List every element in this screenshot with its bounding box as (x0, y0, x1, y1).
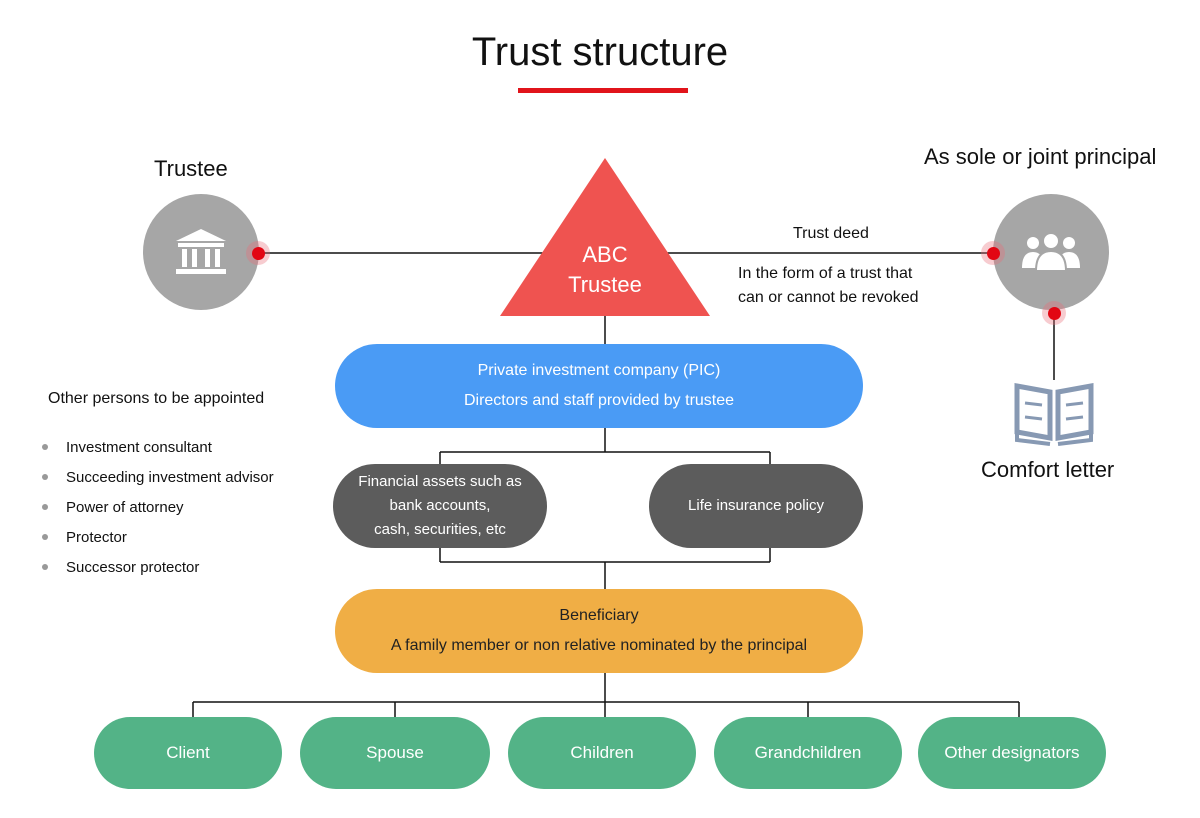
financial-assets-line3: cash, securities, etc (374, 521, 506, 538)
abc-trustee-line1: ABC (582, 242, 628, 267)
pic-box: Private investment company (PIC) Directo… (335, 344, 863, 428)
trust-deed-note-line1: In the form of a trust that (738, 265, 913, 282)
trustee-circle (143, 194, 259, 310)
other-persons-title: Other persons to be appointed (48, 390, 265, 407)
open-book-icon (1014, 383, 1094, 446)
bullet-icon (42, 504, 48, 510)
principal-label: As sole or joint principal (924, 144, 1157, 169)
abc-trustee-triangle (500, 158, 710, 316)
beneficiary-line2: A family member or non relative nominate… (390, 637, 808, 654)
member-spouse: Spouse (300, 717, 490, 789)
page-title: Trust structure (471, 30, 729, 74)
abc-trustee-line2: Trustee (568, 272, 642, 297)
trustee-label: Trustee (154, 156, 228, 181)
pic-line2: Directors and staff provided by trustee (463, 392, 735, 409)
bullet-icon (42, 444, 48, 450)
financial-assets-box: Financial assets such as bank accounts, … (333, 464, 547, 548)
bullet-icon (42, 534, 48, 540)
title-underline (518, 88, 688, 93)
other-persons-list: Investment consultant Succeeding investm… (42, 432, 274, 582)
financial-assets-line2: bank accounts, (389, 497, 491, 514)
member-children: Children (508, 717, 696, 789)
member-client: Client (94, 717, 282, 789)
beneficiary-box: Beneficiary A family member or non relat… (335, 589, 863, 673)
pic-line1: Private investment company (PIC) (477, 362, 721, 379)
trustee-connector-node (246, 241, 270, 265)
list-item: Protector (42, 522, 274, 552)
people-group-icon (1022, 232, 1080, 272)
life-insurance-box: Life insurance policy (649, 464, 863, 548)
beneficiary-line1: Beneficiary (559, 607, 639, 624)
comfort-letter-label: Comfort letter (981, 457, 1115, 482)
list-item: Successor protector (42, 552, 274, 582)
principal-circle (993, 194, 1109, 310)
abc-trustee-label: ABC Trustee (545, 240, 665, 300)
financial-assets-line1: Financial assets such as (358, 473, 522, 490)
comfort-letter-connector-node (1042, 301, 1066, 325)
bullet-icon (42, 564, 48, 570)
trust-deed-note-line2: can or cannot be revoked (738, 289, 919, 306)
member-other-designators: Other designators (918, 717, 1106, 789)
bank-icon (176, 229, 226, 274)
list-item: Succeeding investment advisor (42, 462, 274, 492)
trust-deed-note: In the form of a trust that can or canno… (738, 262, 978, 310)
trust-deed-label: Trust deed (793, 225, 869, 242)
member-grandchildren: Grandchildren (714, 717, 902, 789)
bullet-icon (42, 474, 48, 480)
list-item: Power of attorney (42, 492, 274, 522)
list-item: Investment consultant (42, 432, 274, 462)
life-insurance-label: Life insurance policy (688, 497, 824, 514)
principal-connector-node (981, 241, 1005, 265)
